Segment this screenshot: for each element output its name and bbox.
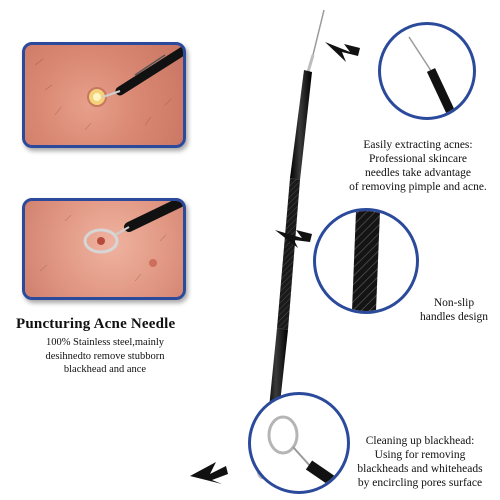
caption-line: needles take advantage bbox=[365, 167, 471, 179]
caption-line: blackheads and whiteheads bbox=[357, 463, 483, 475]
needle-closeup-circle bbox=[378, 22, 476, 120]
caption-line: Cleaning up blackhead: bbox=[365, 435, 475, 447]
needle-on-skin-illustration bbox=[34, 46, 183, 131]
needle-caption: Easily extracting acnes: Professional sk… bbox=[338, 138, 498, 194]
description-line: desihnedto remove stubborn bbox=[45, 350, 165, 362]
handle-caption: Non-slip handles design bbox=[412, 296, 496, 324]
loop-closeup-circle bbox=[248, 392, 350, 494]
loop-caption: Cleaning up blackhead: Using for removin… bbox=[342, 434, 498, 490]
handle-closeup-circle bbox=[313, 208, 419, 314]
caption-line: Non-slip bbox=[433, 297, 475, 309]
caption-line: Professional skincare bbox=[368, 153, 468, 165]
caption-line: Easily extracting acnes: bbox=[363, 139, 473, 151]
caption-line: of removing pimple and acne. bbox=[349, 181, 487, 193]
product-title: Puncturing Acne Needle bbox=[16, 316, 176, 332]
caption-line: handles design bbox=[419, 311, 489, 323]
caption-line: Using for removing bbox=[374, 449, 466, 461]
caption-line: by encircling pores surface bbox=[357, 477, 483, 489]
needle-demo-photo bbox=[22, 42, 186, 148]
loop-closeup-illustration bbox=[267, 415, 347, 491]
loop-demo-photo bbox=[22, 198, 186, 300]
needle-closeup-illustration bbox=[408, 36, 458, 117]
handle-closeup-illustration bbox=[352, 211, 380, 311]
product-description: 100% Stainless steel,mainly desihnedto r… bbox=[14, 336, 196, 377]
description-line: blackhead and ance bbox=[63, 364, 147, 375]
loop-on-skin-illustration bbox=[39, 201, 183, 282]
description-line: 100% Stainless steel,mainly bbox=[45, 337, 165, 348]
